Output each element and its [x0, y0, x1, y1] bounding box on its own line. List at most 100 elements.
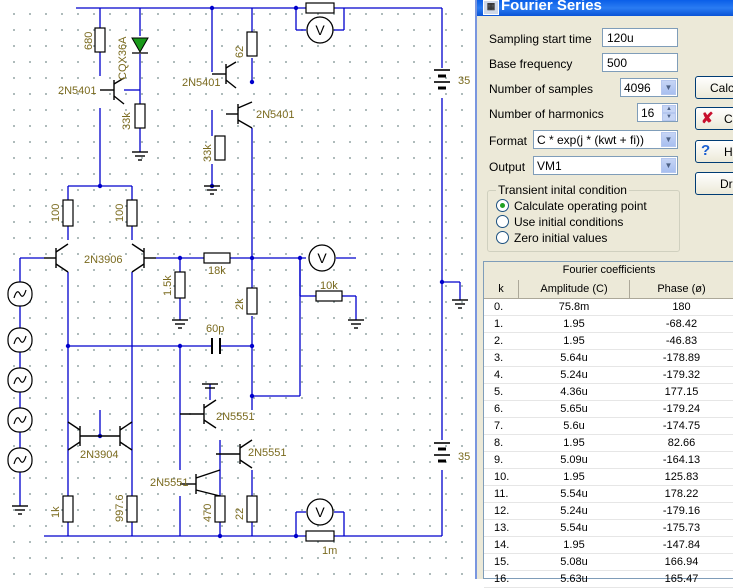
table-cell-phase: -174.75 — [630, 418, 733, 435]
table-row[interactable]: 13.5.54u-175.73 — [484, 520, 733, 537]
table-cell-amp: 1.95 — [519, 333, 630, 350]
base-frequency-input[interactable]: 500 — [602, 53, 678, 72]
meter-mid-label: V — [317, 250, 327, 266]
label-r22: 22 — [234, 508, 246, 520]
dialog-titlebar[interactable]: ▦ Fourier Series — [477, 0, 733, 16]
chevron-down-icon[interactable]: ▼ — [661, 158, 676, 173]
table-cell-amp: 75.8m — [519, 299, 630, 316]
radio-operating-point[interactable]: Calculate operating point — [496, 199, 647, 213]
dialog-title: Fourier Series — [501, 0, 602, 14]
table-cell-phase: -179.32 — [630, 367, 733, 384]
transient-condition-group: Transient inital condition Calculate ope… — [487, 190, 680, 252]
fourier-series-dialog: ▦ Fourier Series Sampling start time 120… — [475, 0, 733, 579]
table-cell-k: 14. — [484, 537, 519, 554]
num-harmonics-value: 16 — [641, 106, 654, 120]
label-q-2n3904: 2N3904 — [80, 449, 119, 461]
spin-down-icon[interactable]: ▼ — [662, 113, 676, 121]
table-row[interactable]: 2.1.95-46.83 — [484, 333, 733, 350]
table-cell-phase: 165.47 — [630, 571, 733, 588]
table-cell-k: 11. — [484, 486, 519, 503]
output-label: Output — [489, 160, 525, 174]
table-cell-amp: 5.24u — [519, 367, 630, 384]
table-cell-phase: -164.13 — [630, 452, 733, 469]
table-cell-amp: 5.6u — [519, 418, 630, 435]
table-row[interactable]: 9.5.09u-164.13 — [484, 452, 733, 469]
calculate-button[interactable]: Calcu — [695, 76, 733, 99]
help-button[interactable]: ? H — [695, 140, 733, 163]
meter-bot-label: V — [315, 504, 325, 520]
label-q-2n5401-a: 2N5401 — [58, 85, 97, 97]
help-icon: ? — [701, 142, 710, 159]
radio-initial-conditions[interactable]: Use initial conditions — [496, 215, 623, 229]
table-cell-amp: 5.09u — [519, 452, 630, 469]
label-q-2n5401-c: 2N5401 — [256, 109, 295, 121]
close-button[interactable]: ✘ C — [695, 107, 733, 130]
table-cell-phase: 82.66 — [630, 435, 733, 452]
label-r33k-b: 33k — [202, 144, 214, 162]
table-cell-amp: 5.54u — [519, 520, 630, 537]
table-cell-k: 3. — [484, 350, 519, 367]
table-row[interactable]: 1.1.95-68.42 — [484, 316, 733, 333]
circuit-drawing: V V V 680 CQX36A 2N5401 33k 62 2N5401 2N… — [0, 0, 475, 579]
table-cell-phase: 178.22 — [630, 486, 733, 503]
radio-zero-values[interactable]: Zero initial values — [496, 231, 607, 245]
table-cell-phase: -68.42 — [630, 316, 733, 333]
draw-button[interactable]: Dra — [695, 172, 733, 195]
label-r1k: 1k — [50, 506, 62, 518]
label-c60p: 60p — [206, 323, 224, 335]
col-header-amplitude[interactable]: Amplitude (C) — [519, 280, 630, 299]
num-samples-select[interactable]: 4096 ▼ — [620, 78, 678, 97]
table-cell-k: 16. — [484, 571, 519, 588]
table-cell-amp: 5.08u — [519, 554, 630, 571]
format-select[interactable]: C * exp(j * (kwt + fi)) ▼ — [533, 130, 678, 149]
table-cell-phase: -147.84 — [630, 537, 733, 554]
table-row[interactable]: 12.5.24u-179.16 — [484, 503, 733, 520]
table-cell-amp: 5.63u — [519, 571, 630, 588]
label-v35-bot: 35 — [458, 451, 470, 463]
table-row[interactable]: 4.5.24u-179.32 — [484, 367, 733, 384]
sampling-start-input[interactable]: 120u — [602, 28, 678, 47]
table-cell-k: 6. — [484, 401, 519, 418]
table-cell-k: 0. — [484, 299, 519, 316]
chevron-down-icon[interactable]: ▼ — [661, 132, 676, 147]
chevron-down-icon[interactable]: ▼ — [661, 80, 676, 95]
col-header-k[interactable]: k — [484, 280, 519, 299]
table-cell-k: 8. — [484, 435, 519, 452]
meter-top-label: V — [315, 22, 325, 38]
schematic-canvas[interactable]: V V V 680 CQX36A 2N5401 33k 62 2N5401 2N… — [0, 0, 475, 579]
table-cell-phase: 125.83 — [630, 469, 733, 486]
table-cell-amp: 5.24u — [519, 503, 630, 520]
help-button-label: H — [724, 145, 733, 159]
label-r470: 470 — [202, 504, 214, 522]
table-cell-k: 5. — [484, 384, 519, 401]
num-samples-label: Number of samples — [489, 82, 593, 96]
table-row[interactable]: 7.5.6u-174.75 — [484, 418, 733, 435]
table-cell-phase: -46.83 — [630, 333, 733, 350]
table-cell-amp: 1.95 — [519, 469, 630, 486]
spin-up-icon[interactable]: ▲ — [662, 105, 676, 113]
table-cell-amp: 1.95 — [519, 537, 630, 554]
calculate-button-label: Calcu — [710, 81, 733, 95]
output-select[interactable]: VM1 ▼ — [533, 156, 678, 175]
table-cell-amp: 5.64u — [519, 350, 630, 367]
table-row[interactable]: 3.5.64u-178.89 — [484, 350, 733, 367]
table-row[interactable]: 14.1.95-147.84 — [484, 537, 733, 554]
table-row[interactable]: 6.5.65u-179.24 — [484, 401, 733, 418]
label-r100-a: 100 — [50, 204, 62, 222]
col-header-phase[interactable]: Phase (ø) — [630, 280, 733, 299]
num-harmonics-spinner[interactable]: 16 ▲ ▼ — [637, 103, 678, 122]
app-icon: ▦ — [483, 0, 499, 15]
table-cell-phase: -178.89 — [630, 350, 733, 367]
label-r1-5k: 1.5k — [162, 275, 174, 296]
fourier-coefficients-panel: Fourier coefficients k Amplitude (C) Pha… — [483, 261, 733, 579]
table-cell-phase: 166.94 — [630, 554, 733, 571]
label-r1m: 1m — [322, 545, 337, 557]
